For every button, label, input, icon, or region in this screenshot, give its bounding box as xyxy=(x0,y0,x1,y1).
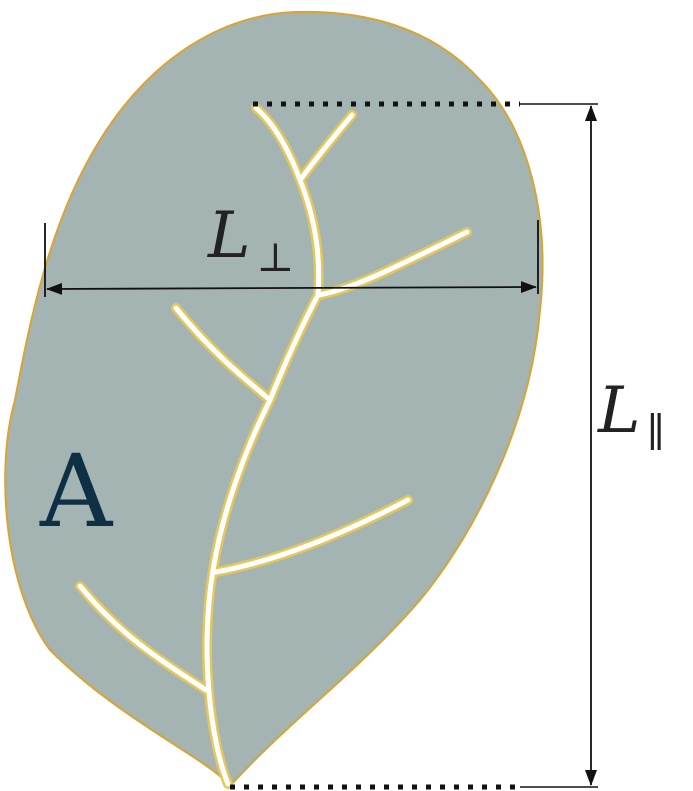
leaf-veins xyxy=(77,105,470,787)
width-dimension-arrow xyxy=(46,281,537,295)
width-label-subscript: ⊥ xyxy=(257,235,295,281)
width-label: L⊥ xyxy=(207,199,294,281)
length-label-symbol: L xyxy=(597,374,641,448)
area-label: A xyxy=(39,433,114,550)
width-label-symbol: L xyxy=(207,199,251,273)
length-label-subscript: ∥ xyxy=(647,410,665,456)
length-label: L∥ xyxy=(597,374,665,456)
